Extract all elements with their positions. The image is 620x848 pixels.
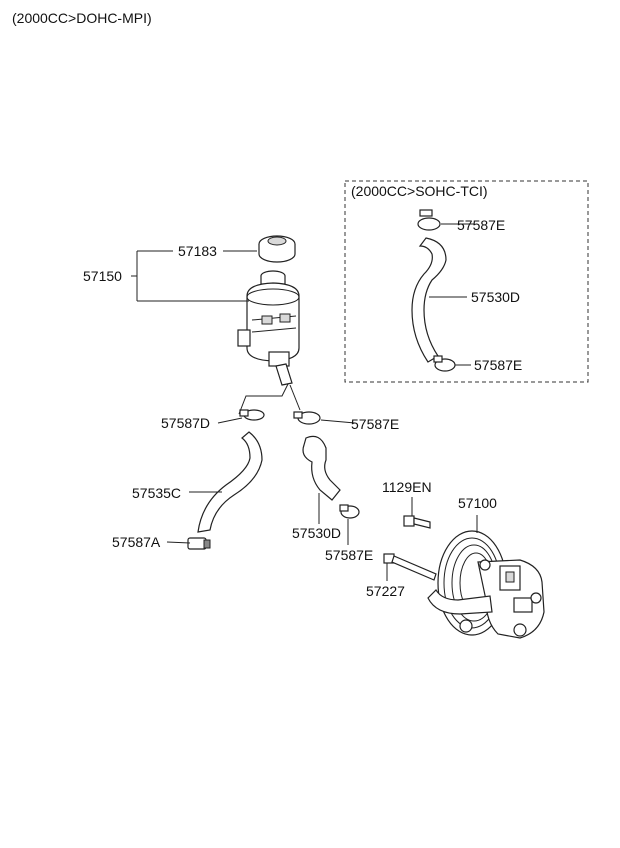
label-57587e-main: 57587E xyxy=(351,416,400,432)
label-inset-57587e-top: 57587E xyxy=(457,217,506,233)
leader-lines xyxy=(131,223,478,581)
hose-57535c xyxy=(197,431,263,533)
clamp-57587e-lower xyxy=(339,504,360,519)
engine-title: (2000CC>DOHC-MPI) xyxy=(12,10,152,26)
label-57150: 57150 xyxy=(83,268,122,284)
label-57535c: 57535C xyxy=(132,485,182,501)
label-57227: 57227 xyxy=(366,583,405,599)
label-57587e-lower: 57587E xyxy=(325,547,374,563)
label-57530d: 57530D xyxy=(292,525,342,541)
label-57100: 57100 xyxy=(458,495,497,511)
label-57587a: 57587A xyxy=(112,534,161,550)
clamp-57587d xyxy=(239,409,265,421)
inset-clamp-top xyxy=(417,209,441,231)
bolt-1129en xyxy=(403,515,431,529)
label-inset-57587e-bottom: 57587E xyxy=(474,357,523,373)
label-57183: 57183 xyxy=(178,243,217,259)
hose-57530d xyxy=(302,435,341,501)
steering-pump xyxy=(427,530,545,639)
reservoir xyxy=(237,270,300,386)
reservoir-cap xyxy=(258,235,296,263)
clamp-57587a xyxy=(187,537,211,550)
inset-box xyxy=(344,180,589,383)
clamp-57587e-main xyxy=(293,411,321,425)
inset-clamp-bottom xyxy=(433,355,456,372)
bolt-57227 xyxy=(383,553,437,581)
inset-engine-title: (2000CC>SOHC-TCI) xyxy=(351,183,488,199)
label-57587d: 57587D xyxy=(161,415,211,431)
label-inset-57530d: 57530D xyxy=(471,289,521,305)
inset-hose xyxy=(411,237,447,363)
label-1129en: 1129EN xyxy=(382,479,432,495)
